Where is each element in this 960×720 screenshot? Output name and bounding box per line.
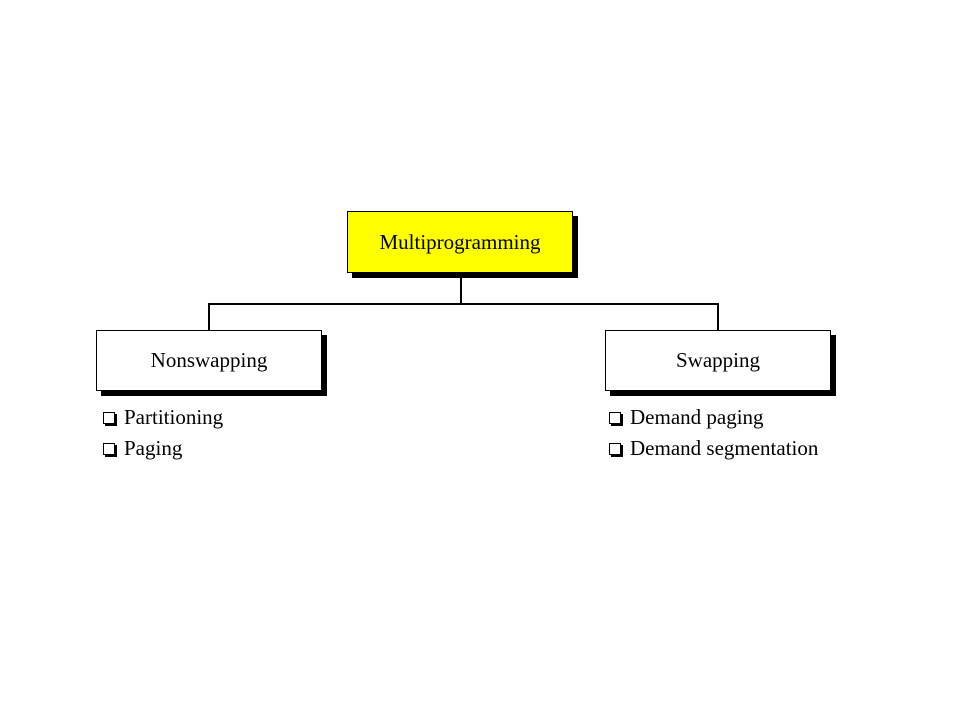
left-branch-line: [208, 303, 210, 331]
horizontal-connector-line: [208, 303, 719, 305]
list-item: Demand paging: [607, 402, 818, 433]
branch-node-nonswapping: Nonswapping: [96, 330, 322, 391]
list-item: Partitioning: [101, 402, 223, 433]
right-branch-line: [717, 303, 719, 331]
nonswapping-techniques-list: Partitioning Paging: [101, 402, 223, 464]
list-item: Demand segmentation: [607, 433, 818, 464]
list-item-label: Demand segmentation: [630, 436, 819, 460]
checkbox-bullet-icon: [609, 442, 621, 455]
branch-node-label: Nonswapping: [150, 348, 268, 372]
checkbox-bullet-icon: [103, 411, 115, 424]
checkbox-bullet-icon: [103, 442, 115, 455]
root-node-multiprogramming: Multiprogramming: [347, 211, 573, 273]
swapping-techniques-list: Demand paging Demand segmentation: [607, 402, 818, 464]
list-item: Paging: [101, 433, 223, 464]
list-item-label: Paging: [124, 436, 183, 460]
list-item-label: Demand paging: [630, 405, 764, 429]
checkbox-bullet-icon: [609, 411, 621, 424]
root-node-label: Multiprogramming: [379, 229, 541, 254]
branch-node-label: Swapping: [676, 348, 760, 372]
branch-node-swapping: Swapping: [605, 330, 831, 391]
list-item-label: Partitioning: [124, 405, 224, 429]
root-stem-line: [460, 274, 462, 305]
